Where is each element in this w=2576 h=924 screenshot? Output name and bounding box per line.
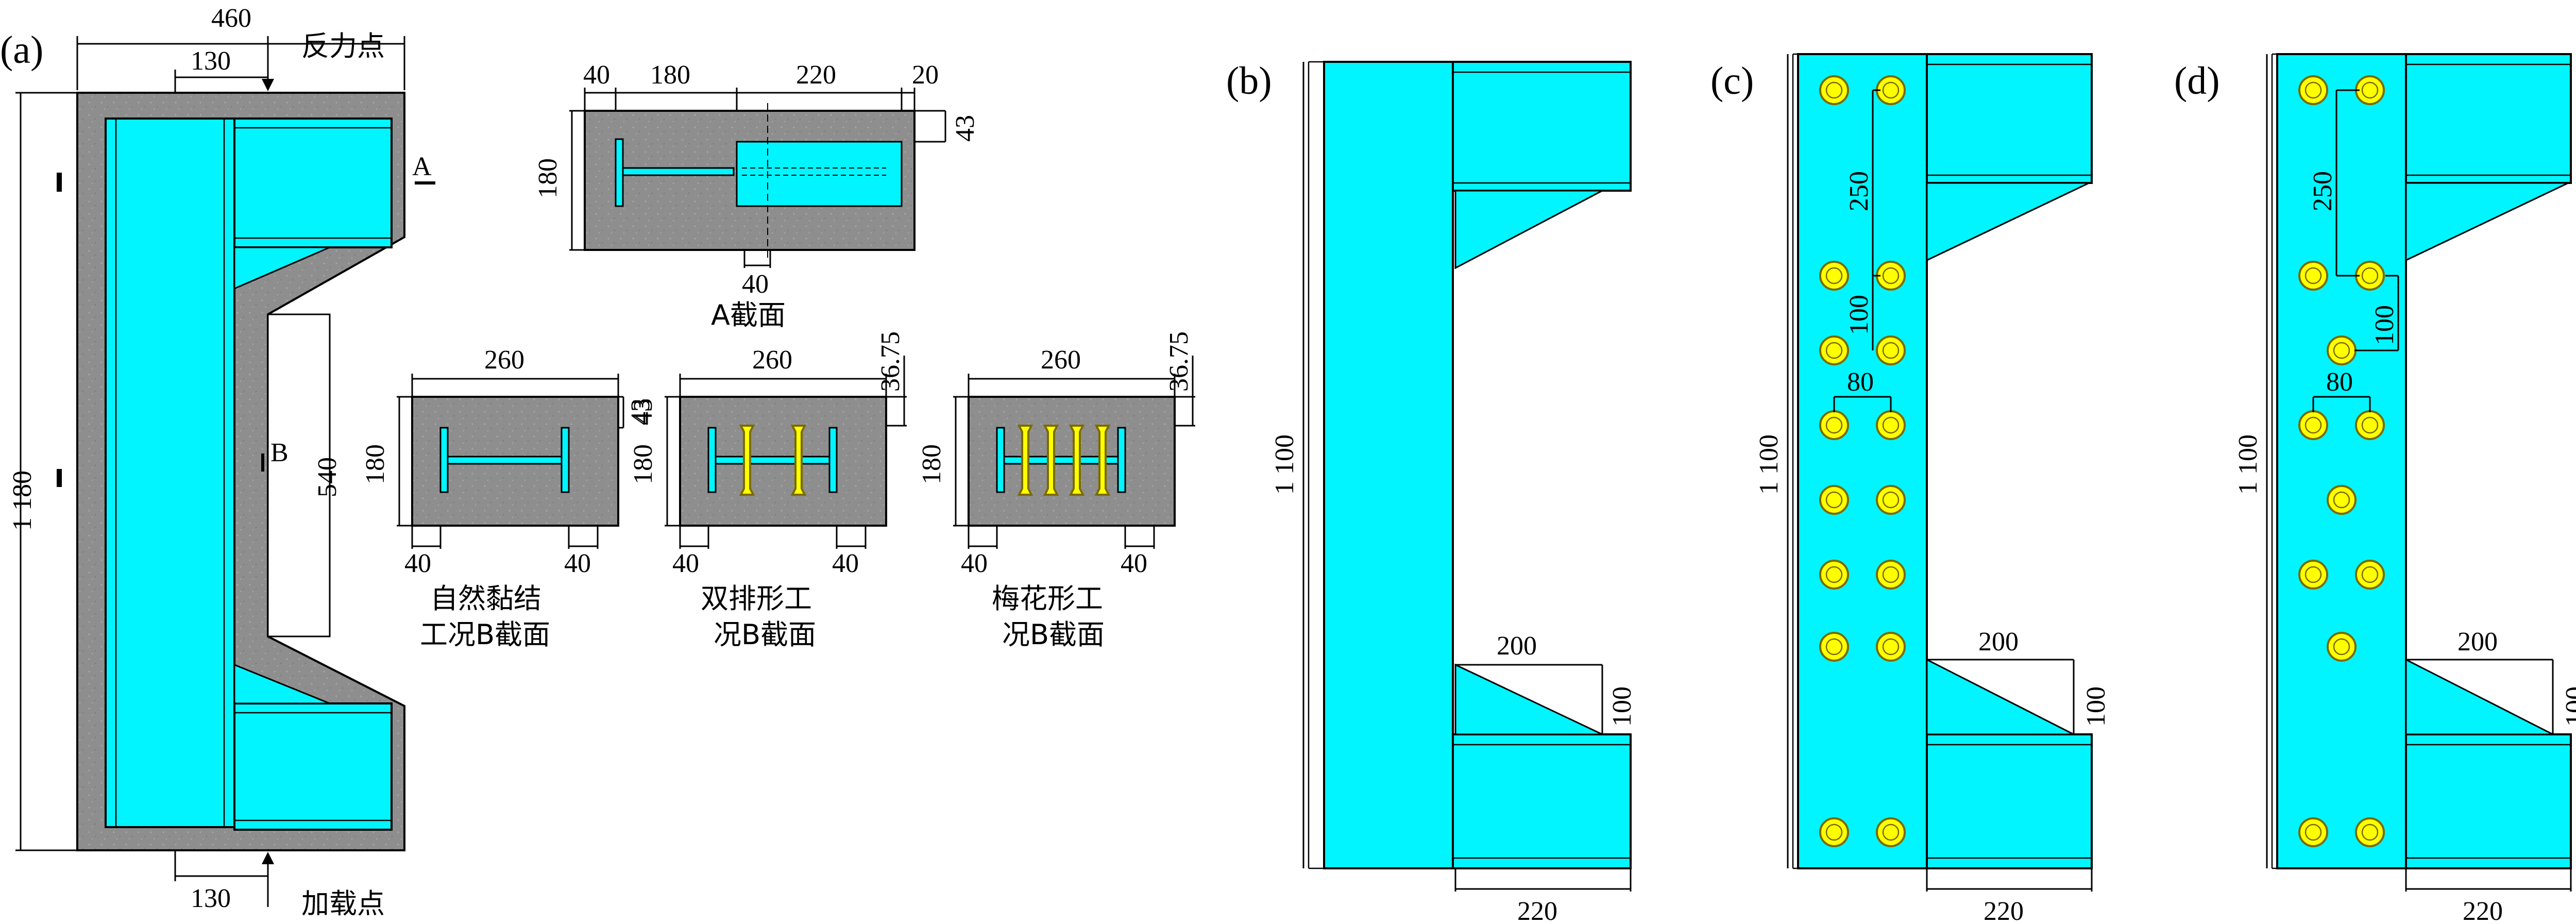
section-B3-caption-2: 况B截面: [1002, 618, 1105, 651]
section-B3-width: 260: [1041, 345, 1081, 375]
section-B2: 260 36.75 180 43 40 40 双排形工 况B截面: [629, 331, 907, 651]
section-B1-dim-40-left: 40: [404, 549, 431, 578]
panel-d-flange-w: 220: [2463, 897, 2503, 924]
panel-b-flange-w: 220: [1517, 897, 1557, 924]
loading-point-label: 加载点: [301, 887, 385, 920]
panel-d: (d) 250: [2174, 53, 2576, 924]
section-A-dim-220: 220: [796, 60, 836, 90]
section-B3-caption-1: 梅花形工: [992, 582, 1103, 615]
dim-height-a: 1 180: [8, 471, 37, 531]
section-A-dim-40-left: 40: [583, 60, 610, 90]
panel-label-d: (d): [2174, 59, 2220, 103]
dim-offset-bottom: 130: [191, 884, 231, 913]
panel-d-haunch-w: 200: [2458, 627, 2498, 657]
panel-d-height: 1 100: [2233, 434, 2263, 495]
section-B2-caption-1: 双排形工: [701, 582, 812, 615]
panel-d-spacing-100: 100: [2370, 305, 2399, 345]
section-B2-dim-40-left: 40: [672, 549, 699, 578]
dim-width-top: 460: [211, 4, 251, 33]
panel-c-spacing-100: 100: [1844, 295, 1874, 335]
section-B2-dim-43: 43: [629, 398, 658, 425]
panel-c-flange-w: 220: [1984, 897, 2024, 924]
panel-d-spacing-250: 250: [2308, 171, 2337, 211]
section-B2-dim-3675: 36.75: [876, 331, 905, 392]
section-B2-height: 180: [629, 444, 658, 484]
section-B1-dim-40-right: 40: [564, 549, 591, 578]
stud-icon: [790, 425, 807, 496]
cut-label-B: B: [270, 438, 289, 467]
panel-c-height: 1 100: [1754, 434, 1784, 495]
panel-a: (a) 1 180 460 130 反力点: [0, 4, 435, 920]
panel-c-haunch-h: 100: [2081, 686, 2111, 727]
section-A: 40 180 220 20 43 180 40 A截面: [533, 60, 980, 331]
panel-b-haunch-h: 100: [1607, 686, 1637, 727]
panel-c-spacing-80: 80: [1847, 367, 1874, 397]
stud-icon: [739, 425, 755, 496]
section-B3: 260 36.75 180 40 40 梅花形工 况B截面: [917, 331, 1195, 651]
steel-column: [105, 117, 235, 828]
panel-c: (c): [1710, 53, 2111, 924]
section-B1-width: 260: [484, 345, 524, 375]
section-A-dim-43: 43: [951, 115, 980, 142]
section-A-dim-20: 20: [912, 60, 939, 90]
dim-gap-height: 540: [313, 457, 342, 497]
section-B1-caption-1: 自然黏结: [430, 582, 541, 615]
panel-b-haunch-w: 200: [1497, 631, 1537, 661]
section-A-caption: A截面: [711, 299, 786, 331]
dim-offset-top: 130: [191, 46, 231, 76]
section-A-dim-180-height: 180: [533, 158, 563, 198]
section-B3-dim-3675: 36.75: [1164, 331, 1194, 392]
section-B1-dim-43: 43: [626, 398, 655, 425]
section-B2-dim-40-right: 40: [832, 549, 859, 578]
section-A-dim-180: 180: [650, 60, 690, 90]
stud-group-c: [1819, 75, 1906, 847]
panel-d-spacing-80: 80: [2326, 367, 2353, 397]
section-B1-caption-2: 工况B截面: [420, 618, 550, 651]
panel-b-height: 1 100: [1270, 434, 1299, 495]
section-B1: 260 43 180 40 40 自然黏结 工况B截面: [361, 345, 655, 651]
panel-d-haunch-h: 100: [2561, 686, 2576, 727]
panel-label-b: (b): [1226, 59, 1272, 103]
panel-c-haunch-w: 200: [1978, 627, 2019, 657]
section-B3-dim-40-right: 40: [1121, 549, 1147, 578]
section-B3-height: 180: [917, 444, 946, 484]
section-B3-dim-40-left: 40: [961, 549, 988, 578]
top-beam-steel: [233, 117, 393, 248]
section-B2-caption-2: 况B截面: [714, 618, 816, 651]
stud-group-d: [2298, 75, 2385, 847]
panel-label-c: (c): [1710, 59, 1754, 103]
panel-label-a: (a): [0, 28, 43, 72]
cut-label-A: A: [412, 152, 432, 181]
bottom-beam-steel: [233, 702, 393, 831]
section-A-dim-40-bottom: 40: [742, 270, 769, 299]
panel-c-spacing-250: 250: [1844, 171, 1874, 211]
reaction-point-label: 反力点: [301, 30, 385, 62]
panel-b: (b) 1 100 200 100 220: [1226, 59, 1637, 924]
section-B2-width: 260: [752, 345, 792, 375]
section-B1-height: 180: [361, 444, 390, 484]
